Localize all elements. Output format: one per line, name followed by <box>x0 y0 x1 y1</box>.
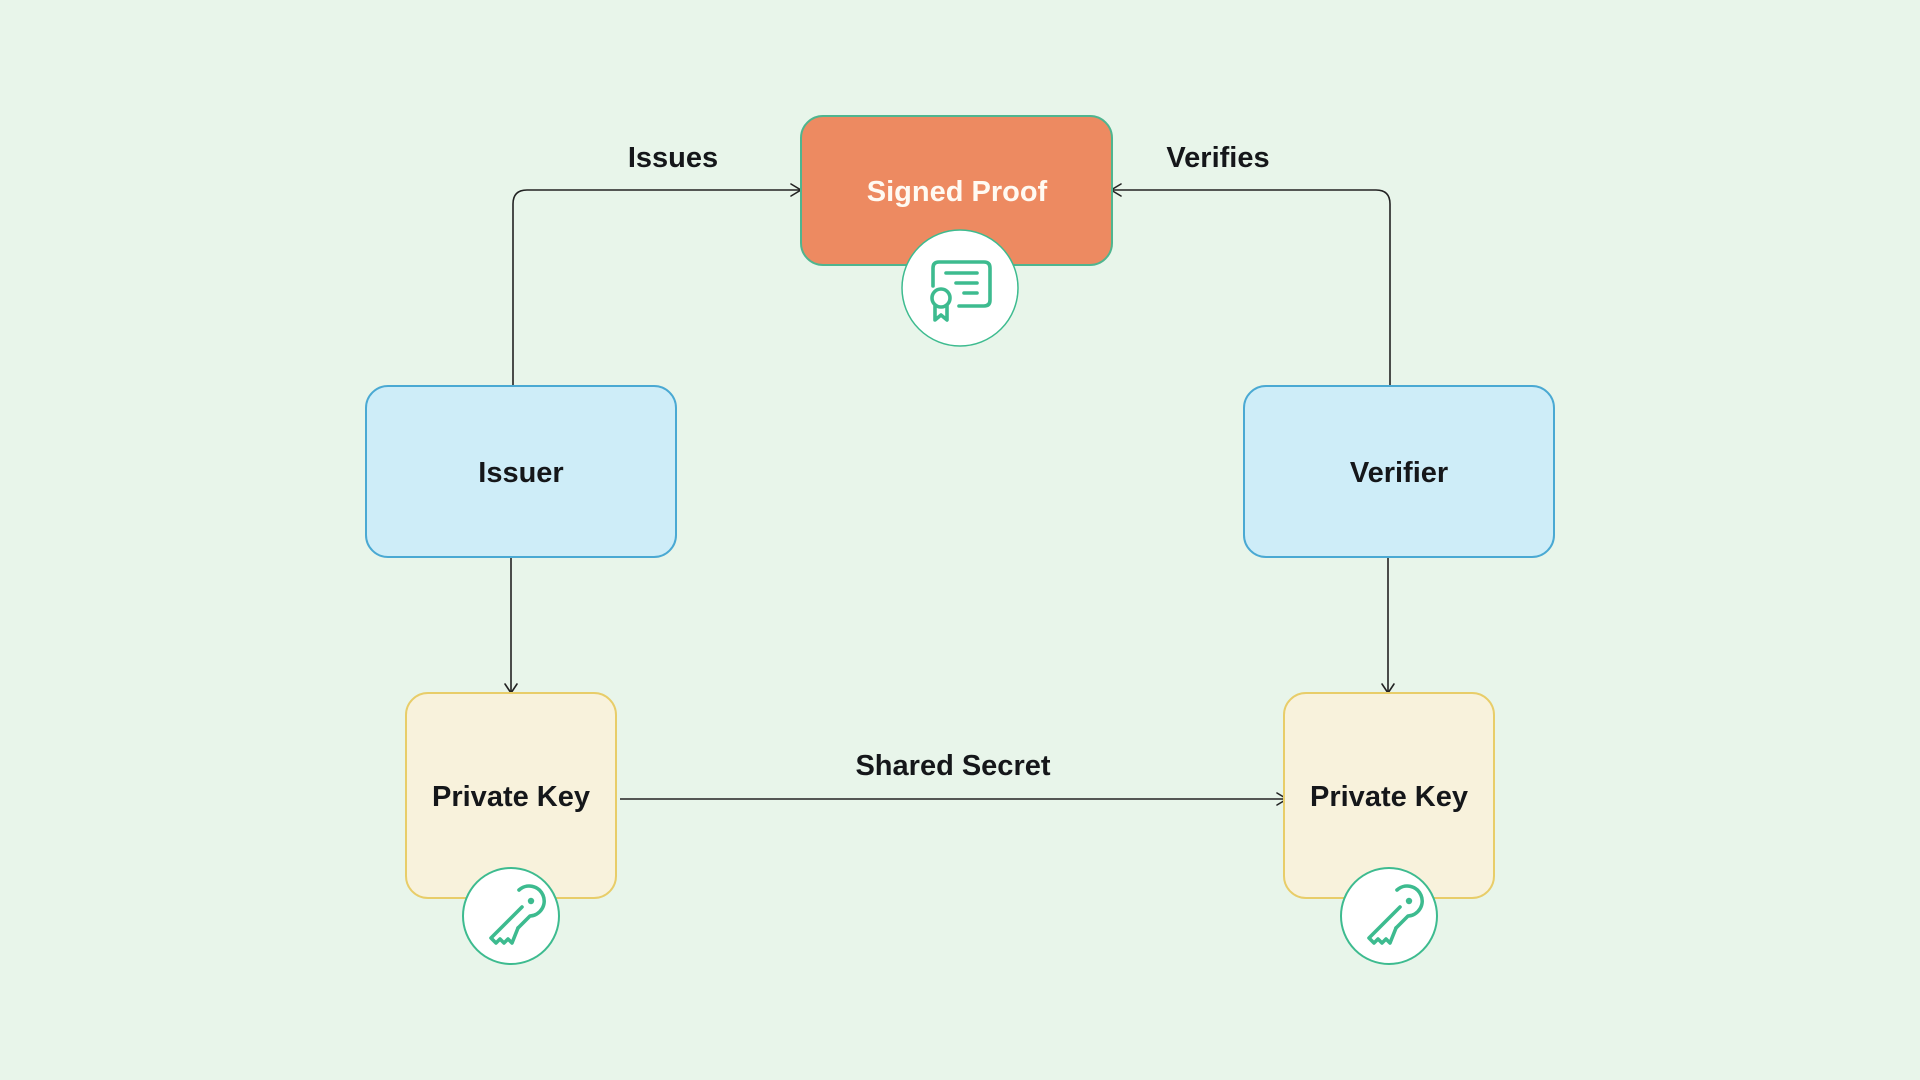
certificate-icon <box>901 229 1019 347</box>
issuer-box <box>365 385 677 558</box>
key-icon <box>1340 867 1438 965</box>
node-verifier: Verifier <box>1243 385 1555 558</box>
edge-issuer-to-private-key <box>504 558 518 694</box>
edge-label-issues: Issues <box>628 142 718 174</box>
edge-verifies <box>1110 183 1391 385</box>
edge-issues <box>512 183 802 385</box>
issuer-private-key-label: Private Key <box>432 781 590 813</box>
node-issuer-private-key: Private Key <box>405 692 617 965</box>
verifier-box <box>1243 385 1555 558</box>
issuer-label: Issuer <box>478 457 563 489</box>
node-verifier-private-key: Private Key <box>1283 692 1495 965</box>
node-issuer: Issuer <box>365 385 677 558</box>
key-icon <box>462 867 560 965</box>
edge-label-verifies: Verifies <box>1166 142 1269 174</box>
node-signed-proof: Signed Proof <box>800 115 1113 347</box>
edge-label-shared-secret: Shared Secret <box>855 750 1050 782</box>
edge-verifier-to-private-key <box>1381 558 1395 694</box>
signed-proof-label: Signed Proof <box>867 176 1048 208</box>
verifier-private-key-label: Private Key <box>1310 781 1468 813</box>
edge-shared-secret <box>620 792 1288 806</box>
verifier-label: Verifier <box>1350 457 1448 489</box>
